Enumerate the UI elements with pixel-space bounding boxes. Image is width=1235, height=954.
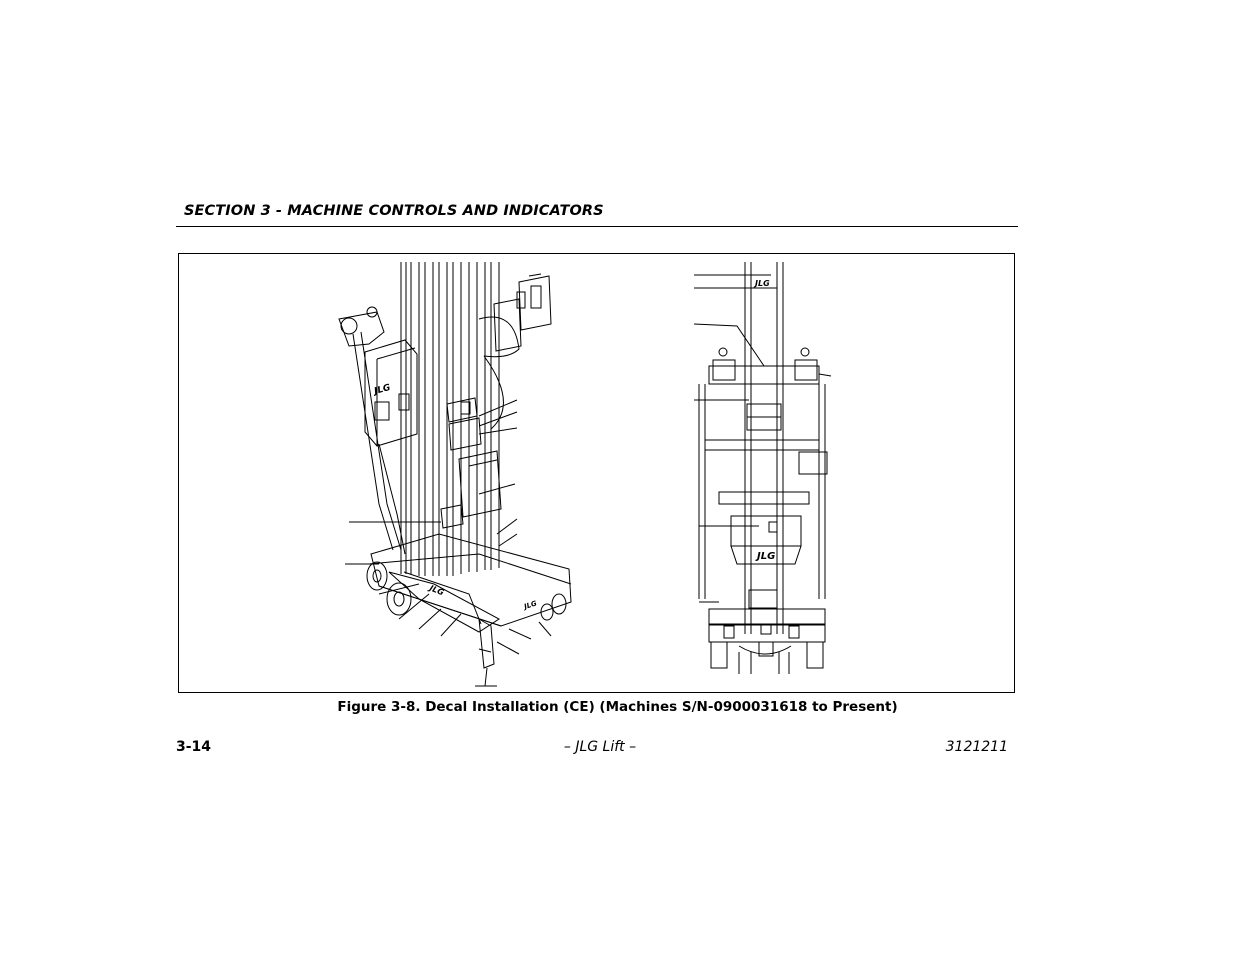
page-number: 3-14	[176, 739, 212, 755]
header-divider	[176, 226, 1018, 227]
document-number: 3121211	[945, 739, 1008, 755]
footer-title: – JLG Lift –	[563, 739, 637, 755]
left-machine-view: JLG JLG JLG	[338, 262, 572, 687]
logo-jlg-base-right: JLG	[521, 599, 538, 611]
figure-caption-text: Figure 3-8. Decal Installation (CE) (Mac…	[337, 699, 898, 715]
section-title: SECTION 3 - MACHINE CONTROLS AND INDICAT…	[184, 203, 604, 219]
figure-caption: Figure 3-8. Decal Installation (CE) (Mac…	[0, 699, 1235, 715]
logo-jlg-mast: JLG	[753, 279, 770, 288]
figure-frame: JLG JLG JLG	[178, 253, 1015, 693]
decal-installation-diagram: JLG JLG JLG	[338, 262, 832, 687]
logo-jlg-control-box: JLG	[371, 383, 391, 397]
logo-jlg-carriage: JLG	[755, 551, 775, 562]
right-machine-view: JLG JLG	[693, 262, 832, 674]
